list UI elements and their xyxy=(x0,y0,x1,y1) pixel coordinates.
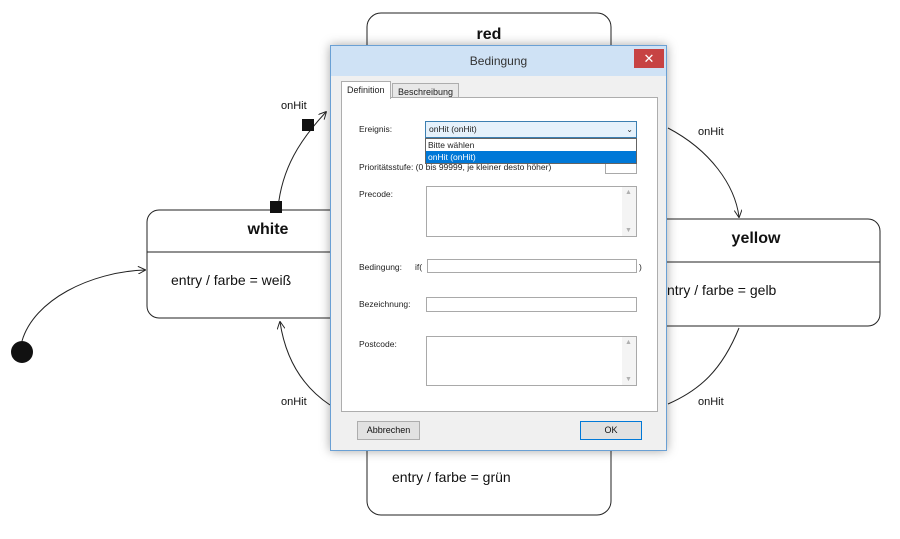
condition-input[interactable] xyxy=(427,259,637,273)
transition-label-red-yellow: onHit xyxy=(698,126,724,138)
postcode-label: Postcode: xyxy=(359,339,397,349)
condition-label: Bedingung: xyxy=(359,262,403,272)
event-option-selected[interactable]: onHit (onHit) xyxy=(426,151,636,163)
transition-label-white-red: onHit xyxy=(281,100,307,112)
state-yellow-name: yellow xyxy=(732,230,781,247)
event-select[interactable]: onHit (onHit) ⌄ xyxy=(425,121,637,138)
state-white[interactable]: white entry / farbe = weiß xyxy=(146,209,348,319)
condition-if-prefix: if( xyxy=(415,262,423,272)
transition-yellow-green[interactable] xyxy=(667,327,740,405)
ok-button[interactable]: OK xyxy=(580,421,642,440)
state-red-name: red xyxy=(477,26,502,43)
state-yellow-entry: ntry / farbe = gelb xyxy=(667,282,777,298)
name-input[interactable] xyxy=(426,297,637,312)
name-label: Bezeichnung: xyxy=(359,299,411,309)
priority-label: Prioritätsstufe: (0 bis 99999, je kleine… xyxy=(359,162,552,172)
close-icon[interactable]: ✕ xyxy=(634,49,664,68)
scroll-down-icon: ▼ xyxy=(625,227,632,234)
transition-red-yellow[interactable] xyxy=(667,127,739,217)
condition-if-suffix: ) xyxy=(639,262,642,272)
postcode-textarea[interactable]: ▲ ▼ xyxy=(426,336,637,386)
transition-white-red[interactable] xyxy=(277,112,326,209)
transition-initial[interactable] xyxy=(21,270,145,342)
dialog-titlebar[interactable]: Bedingung ✕ xyxy=(331,46,666,76)
tab-definition[interactable]: Definition xyxy=(341,81,391,99)
condition-dialog: Bedingung ✕ Definition Beschreibung Erei… xyxy=(330,45,667,451)
initial-state[interactable] xyxy=(11,341,33,363)
transition-handle-end[interactable] xyxy=(302,119,314,131)
state-green-entry: entry / farbe = grün xyxy=(392,469,511,485)
transition-handle-start[interactable] xyxy=(270,201,282,213)
cancel-button[interactable]: Abbrechen xyxy=(357,421,420,440)
dialog-title: Bedingung xyxy=(469,54,528,68)
scroll-up-icon: ▲ xyxy=(625,339,632,346)
event-label: Ereignis: xyxy=(359,124,393,134)
event-option[interactable]: Bitte wählen xyxy=(428,140,475,150)
transition-label-green-white: onHit xyxy=(281,396,307,408)
precode-label: Precode: xyxy=(359,189,394,199)
scroll-up-icon: ▲ xyxy=(625,189,632,196)
transition-label-yellow-green: onHit xyxy=(698,396,724,408)
precode-scrollbar[interactable]: ▲ ▼ xyxy=(622,187,636,236)
event-dropdown-list: Bitte wählen onHit (onHit) xyxy=(425,138,637,164)
state-white-name: white xyxy=(247,221,289,238)
event-select-value: onHit (onHit) xyxy=(429,124,477,134)
scroll-down-icon: ▼ xyxy=(625,376,632,383)
transition-green-white[interactable] xyxy=(280,322,331,406)
postcode-scrollbar[interactable]: ▲ ▼ xyxy=(622,337,636,385)
chevron-down-icon: ⌄ xyxy=(626,125,633,134)
state-white-entry: entry / farbe = weiß xyxy=(171,272,291,288)
precode-textarea[interactable]: ▲ ▼ xyxy=(426,186,637,237)
state-yellow[interactable]: yellow ntry / farbe = gelb xyxy=(639,218,881,327)
